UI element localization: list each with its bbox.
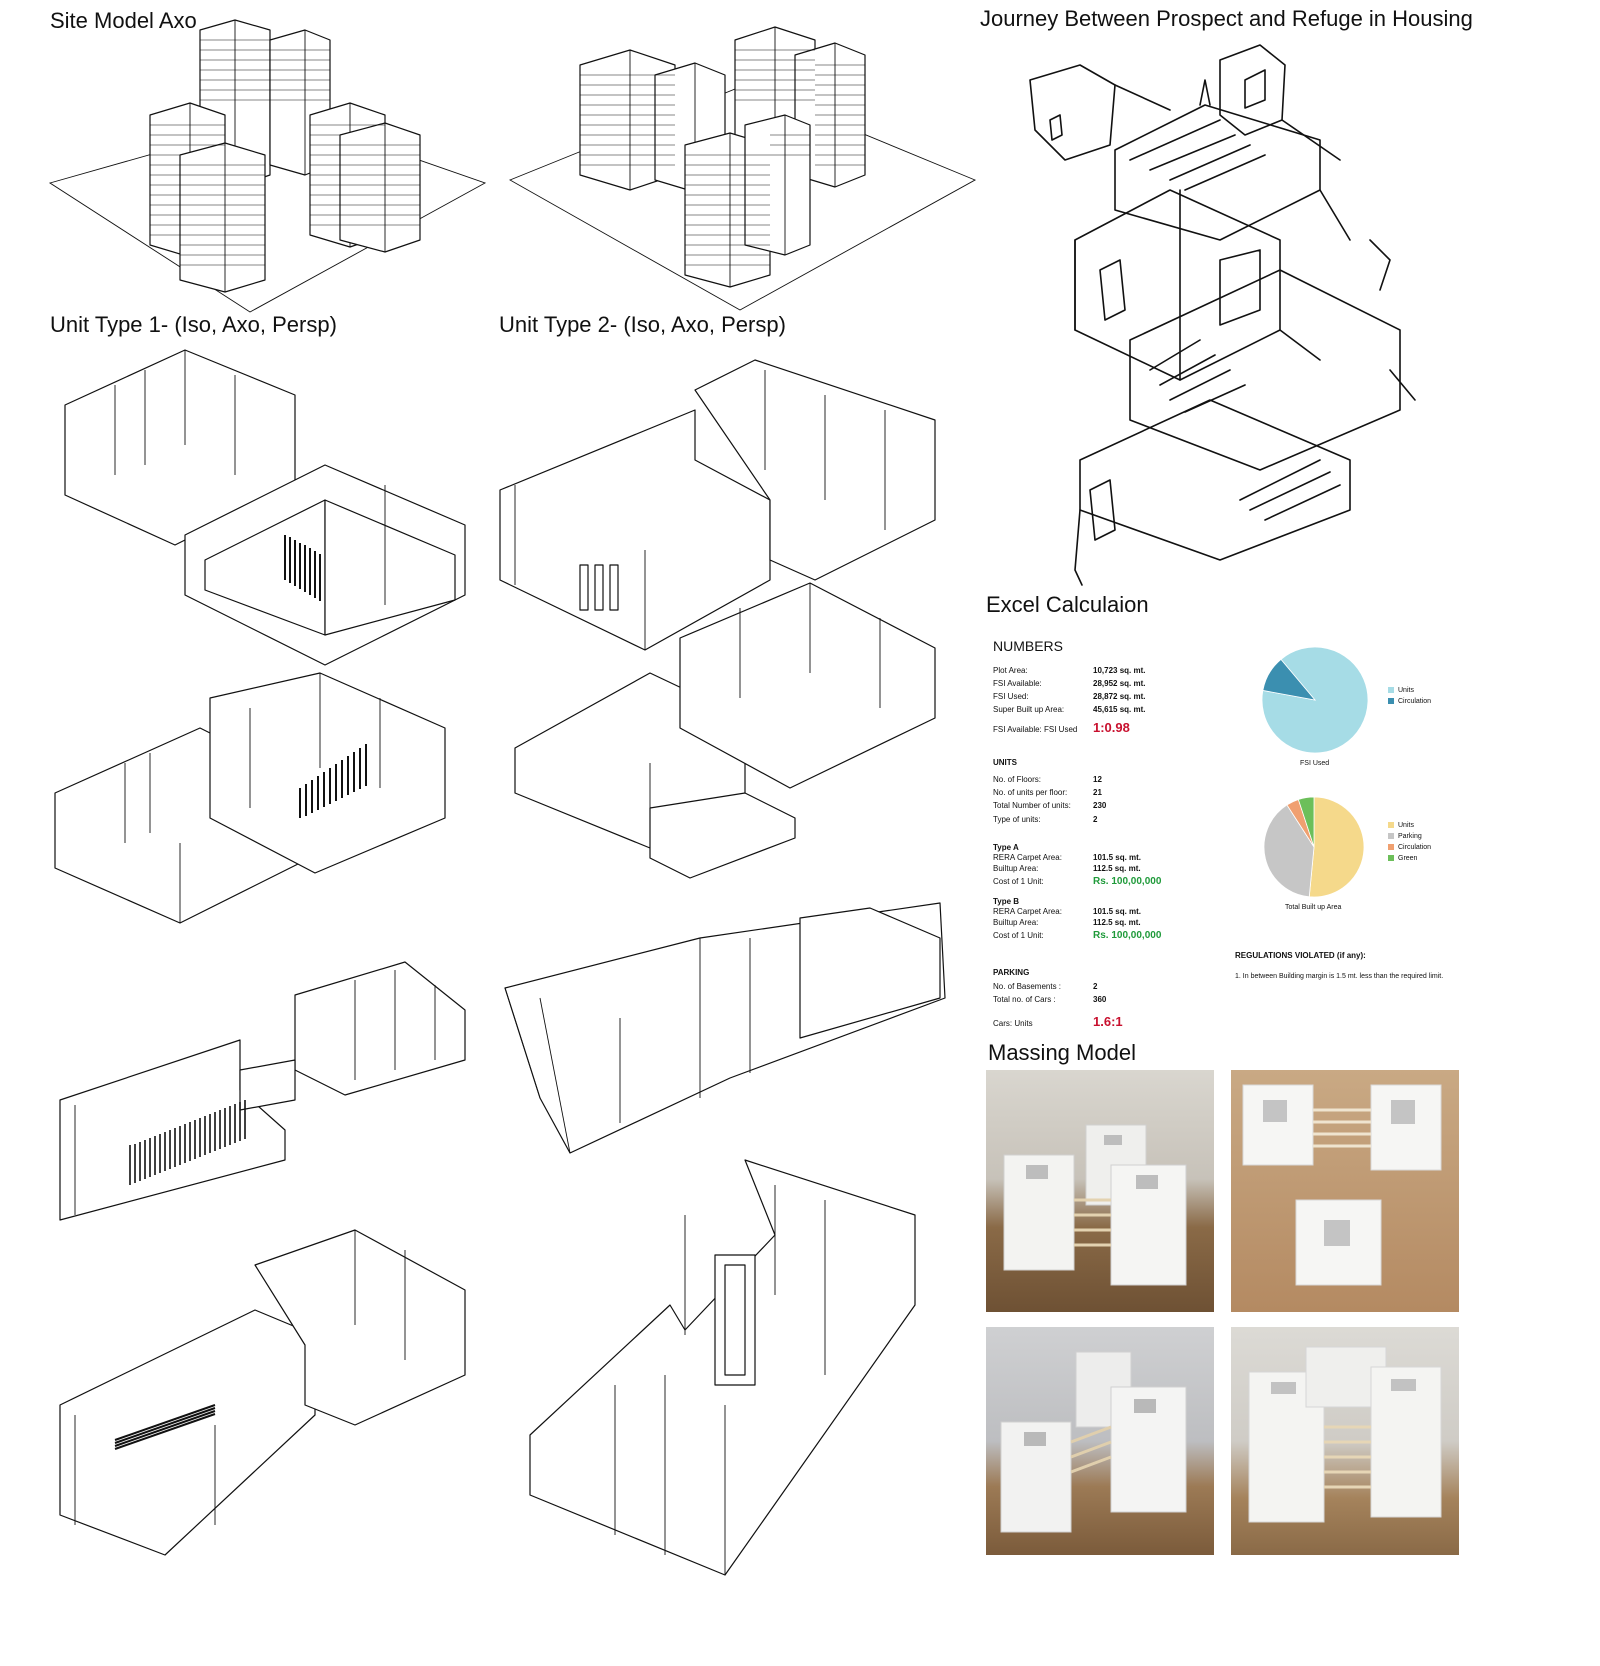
site-model-title: Site Model Axo [50,8,197,33]
pie1-legend-swatch-circulation [1388,698,1394,705]
pie2-legend-parking: Parking [1388,833,1422,840]
site-model-axo-1 [48,19,487,313]
journey-title: Journey Between Prospect and Refuge in H… [980,6,1473,31]
type-b-rera: RERA Carpet Area:101.5 sq. mt. [993,907,1142,916]
type-b-heading: Type B [993,897,1020,906]
units-row-per-floor: No. of units per floor:21 [993,788,1102,797]
units-heading: UNITS [993,758,1017,767]
unit-type-2-persp-1 [504,902,946,1154]
parking-row-basements: No. of Basements :2 [993,982,1098,991]
pie-slice-green [1297,796,1315,848]
regulations-heading: REGULATIONS VIOLATED (if any): [1235,951,1366,960]
pie2-legend-swatch-green [1388,855,1394,862]
units-row-total: Total Number of units:230 [993,801,1107,810]
numbers-row-super-built-up: Super Built up Area:45,615 sq. mt. [993,705,1146,714]
massing-photo-3 [986,1327,1214,1555]
pie2-legend-swatch-parking [1388,833,1394,840]
unit-type-2-persp-2 [529,1159,916,1576]
unit-type-1-title: Unit Type 1- (Iso, Axo, Persp) [50,312,337,337]
pie2-legend-circulation: Circulation [1388,844,1431,851]
excel-title: Excel Calculaion [986,592,1149,617]
pie1-legend-swatch-units [1388,687,1394,694]
type-a-cost: Cost of 1 Unit:Rs. 100,00,000 [993,876,1162,887]
site-model-axo-2 [508,26,977,311]
unit-type-2-title: Unit Type 2- (Iso, Axo, Persp) [499,312,786,337]
pie1-legend-units: Units [1388,687,1414,694]
parking-heading: PARKING [993,968,1030,977]
type-a-rera: RERA Carpet Area:101.5 sq. mt. [993,853,1142,862]
massing-photo-4 [1231,1327,1459,1555]
unit-type-1-axo [54,672,446,924]
unit-type-2-iso [499,359,936,651]
pie2-legend-swatch-units [1388,822,1394,829]
type-b-builtup: Builtup Area:112.5 sq. mt. [993,918,1141,927]
pie2-legend-green: Green [1388,855,1417,862]
pie-built-up-title: Total Built up Area [1285,904,1342,911]
unit-type-1-persp-1 [59,961,466,1221]
pie-slice-units [1308,796,1365,898]
type-b-cost: Cost of 1 Unit:Rs. 100,00,000 [993,930,1162,941]
parking-row-cars: Total no. of Cars :360 [993,995,1107,1004]
pie1-legend-circulation: Circulation [1388,698,1431,705]
units-row-floors: No. of Floors:12 [993,775,1102,784]
numbers-row-fsi-available: FSI Available:28,952 sq. mt. [993,679,1146,688]
regulations-text: 1. In between Building margin is 1.5 mt.… [1235,973,1444,980]
unit-type-1-persp-2 [59,1229,466,1556]
pie-chart-fsi-used [1261,646,1369,754]
units-row-types: Type of units:2 [993,815,1098,824]
journey-sketch [1029,44,1416,586]
massing-photo-2 [1231,1070,1459,1312]
unit-type-1-iso [64,349,466,666]
pie-chart-total-built-up [1263,796,1365,898]
pie-fsi-title: FSI Used [1300,760,1330,767]
unit-type-2-axo [514,582,936,879]
type-a-heading: Type A [993,843,1019,852]
numbers-row-fsi-used: FSI Used:28,872 sq. mt. [993,692,1146,701]
pie-slice-circulation [1262,658,1317,701]
numbers-row-plot-area: Plot Area:10,723 sq. mt. [993,666,1146,675]
massing-photo-1 [986,1070,1214,1312]
type-a-builtup: Builtup Area:112.5 sq. mt. [993,864,1141,873]
pie2-legend-swatch-circulation [1388,844,1394,851]
numbers-heading: NUMBERS [993,638,1064,654]
pie2-legend-units: Units [1388,822,1414,829]
massing-title: Massing Model [988,1040,1136,1065]
